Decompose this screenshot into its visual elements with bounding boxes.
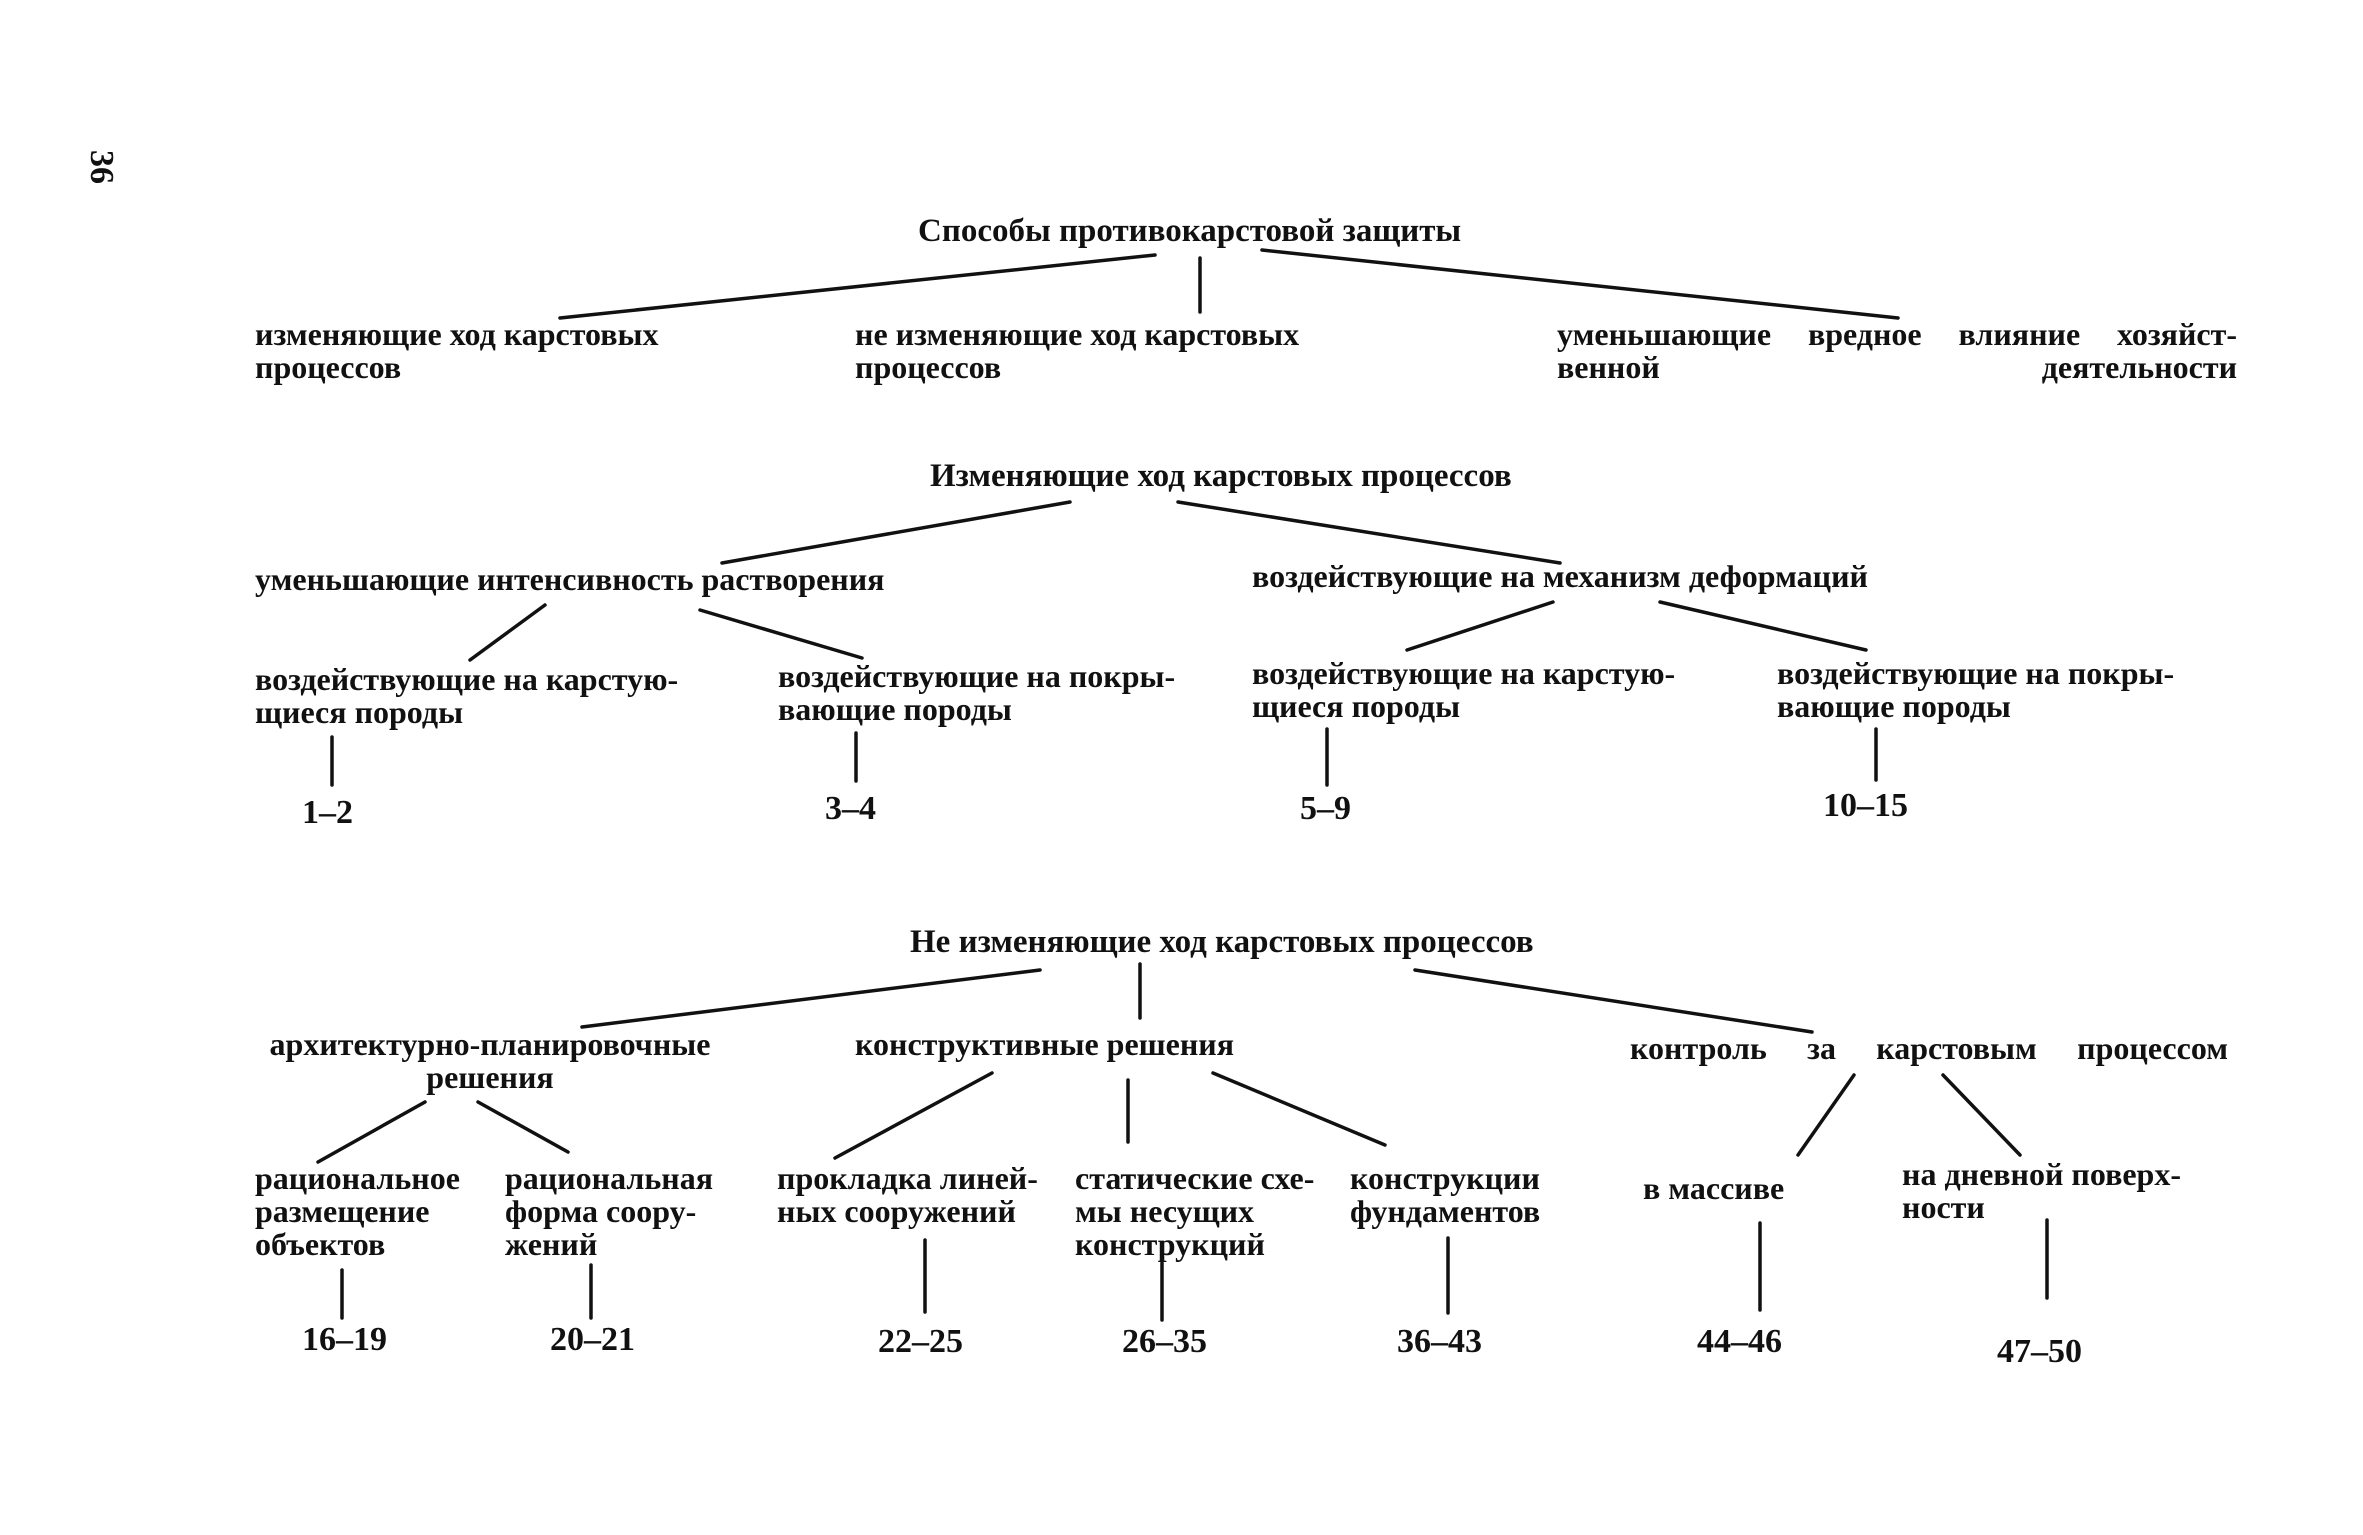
page-number: 36 bbox=[83, 150, 120, 184]
section3-refs-6: 44–46 bbox=[1697, 1323, 1782, 1360]
section2-leaf-karst-rocks-1: воздействующие на карстую- щиеся породы bbox=[255, 661, 679, 730]
section3-refs-2: 20–21 bbox=[550, 1321, 635, 1358]
connector-s1-right bbox=[1260, 248, 1900, 320]
section1-node-reducing-impact: уменьшающие вредное влияние хозяйст- вен… bbox=[1557, 316, 2237, 385]
section3-refs-1: 16–19 bbox=[302, 1321, 387, 1358]
connector-s1-left bbox=[558, 253, 1157, 320]
connector-s3-b2-right bbox=[1211, 1071, 1387, 1147]
section1-node-not-changing: не изменяющие ход карстовых процессов bbox=[855, 316, 1300, 385]
section3-branch-structural: конструктивные решения bbox=[855, 1026, 1235, 1062]
section3-leaf-foundations: конструкции фундаментов bbox=[1350, 1160, 1541, 1229]
connector-s2-b1-right bbox=[698, 608, 864, 660]
section2-branch-dissolution: уменьшающие интенсивность растворения bbox=[255, 561, 885, 597]
connector-s3-b1-right bbox=[476, 1100, 570, 1154]
section2-refs-2: 3–4 bbox=[825, 790, 876, 827]
section3-title: Не изменяющие ход карстовых процессов bbox=[910, 924, 1534, 960]
section3-leaf-form: рациональная форма соору- жений bbox=[505, 1160, 714, 1262]
section2-refs-1: 1–2 bbox=[302, 794, 353, 831]
connector-s2-b2-right bbox=[1658, 600, 1868, 652]
section2-title: Изменяющие ход карстовых процессов bbox=[930, 458, 1512, 494]
section3-refs-5: 36–43 bbox=[1397, 1323, 1482, 1360]
section2-leaf-karst-rocks-2: воздействующие на карстую- щиеся породы bbox=[1252, 655, 1676, 724]
section3-refs-3: 22–25 bbox=[878, 1323, 963, 1360]
connector-s3-b1-left bbox=[316, 1100, 427, 1164]
section3-refs-7: 47–50 bbox=[1997, 1333, 2082, 1370]
section3-refs-4: 26–35 bbox=[1122, 1323, 1207, 1360]
section1-title: Способы противокарстовой защиты bbox=[918, 213, 1462, 249]
connector-s2-right bbox=[1176, 500, 1562, 565]
section3-branch-monitoring: контроль за карстовым процессом bbox=[1630, 1030, 2228, 1066]
section3-leaf-massif: в массиве bbox=[1643, 1170, 1785, 1206]
section2-leaf-cover-rocks-1: воздействующие на покры- вающие породы bbox=[778, 658, 1176, 727]
connector-s3-b3-left bbox=[1796, 1073, 1856, 1157]
section3-leaf-linear: прокладка линей- ных сооружений bbox=[777, 1160, 1038, 1229]
connector-s3-right bbox=[1413, 968, 1814, 1034]
section2-refs-3: 5–9 bbox=[1300, 790, 1351, 827]
connector-s2-b1-left bbox=[468, 603, 547, 662]
connector-s2-b2-left bbox=[1405, 600, 1555, 652]
section3-leaf-placement: рациональное размещение объектов bbox=[255, 1160, 460, 1262]
section3-branch-architectural: архитектурно-планировочные решения bbox=[269, 1026, 711, 1095]
section3-leaf-surface: на дневной поверх- ности bbox=[1902, 1156, 2181, 1225]
connector-s3-b2-left bbox=[833, 1071, 994, 1160]
connector-s3-b3-right bbox=[1941, 1073, 2022, 1157]
section2-leaf-cover-rocks-2: воздействующие на покры- вающие породы bbox=[1777, 655, 2175, 724]
section2-refs-4: 10–15 bbox=[1823, 787, 1908, 824]
section2-branch-deformation: воздействующие на механизм деформаций bbox=[1252, 558, 1868, 594]
section3-leaf-static-schemes: статические схе- мы несущих конструкций bbox=[1075, 1160, 1315, 1262]
connector-s2-left bbox=[720, 500, 1072, 565]
connector-s3-left bbox=[580, 968, 1042, 1029]
section1-node-changing: изменяющие ход карстовых процессов bbox=[255, 316, 659, 385]
